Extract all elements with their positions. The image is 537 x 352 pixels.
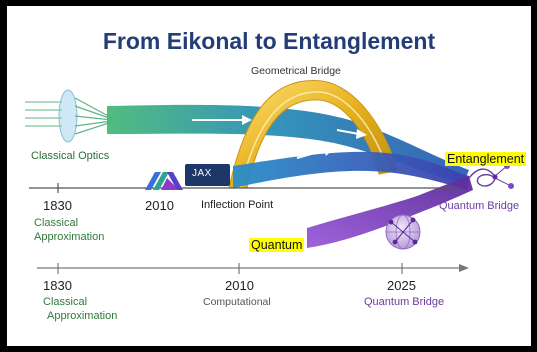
lower-year-2010: 2010 <box>225 278 254 293</box>
lens-icon <box>25 89 113 143</box>
globe-network-icon <box>385 214 421 250</box>
inflection-point-label: Inflection Point <box>201 199 274 211</box>
lower-1830-label-line1: Classical <box>43 296 88 308</box>
entanglement-label: Entanglement <box>445 152 527 166</box>
upper-year-1830: 1830 <box>43 198 72 213</box>
upper-year-2010: 2010 <box>145 198 174 213</box>
geometrical-bridge-label: Geometrical Bridge <box>251 65 341 77</box>
lower-1830-label-line2: Approximation <box>47 310 118 322</box>
classical-optics-label: Classical Optics <box>31 150 110 162</box>
diagram-artwork <box>25 79 514 274</box>
page-title: From Eikonal to Entanglement <box>102 28 436 54</box>
lower-year-1830: 1830 <box>43 278 72 293</box>
computational-beam-arrow <box>233 151 469 190</box>
upper-quantum-bridge-label: Quantum Bridge <box>439 200 520 212</box>
lower-quantum-bridge-label: Quantum Bridge <box>364 296 445 308</box>
jax-badge <box>185 164 230 186</box>
classical-beam-arrow <box>107 104 469 184</box>
jax-label: JAX <box>192 168 212 179</box>
jax-logo-icon <box>145 172 183 190</box>
quantum-label: Quantum <box>249 238 305 252</box>
lower-year-2025: 2025 <box>387 278 416 293</box>
upper-1830-label-line2: Approximation <box>34 231 105 243</box>
computational-label: Computational <box>203 296 271 308</box>
quantum-beam-arrow <box>307 176 473 248</box>
entanglement-network-icon <box>468 163 514 189</box>
infographic-canvas: From Eikonal to Entanglement Geometrical… <box>7 6 531 346</box>
upper-1830-label-line1: Classical <box>34 217 79 229</box>
